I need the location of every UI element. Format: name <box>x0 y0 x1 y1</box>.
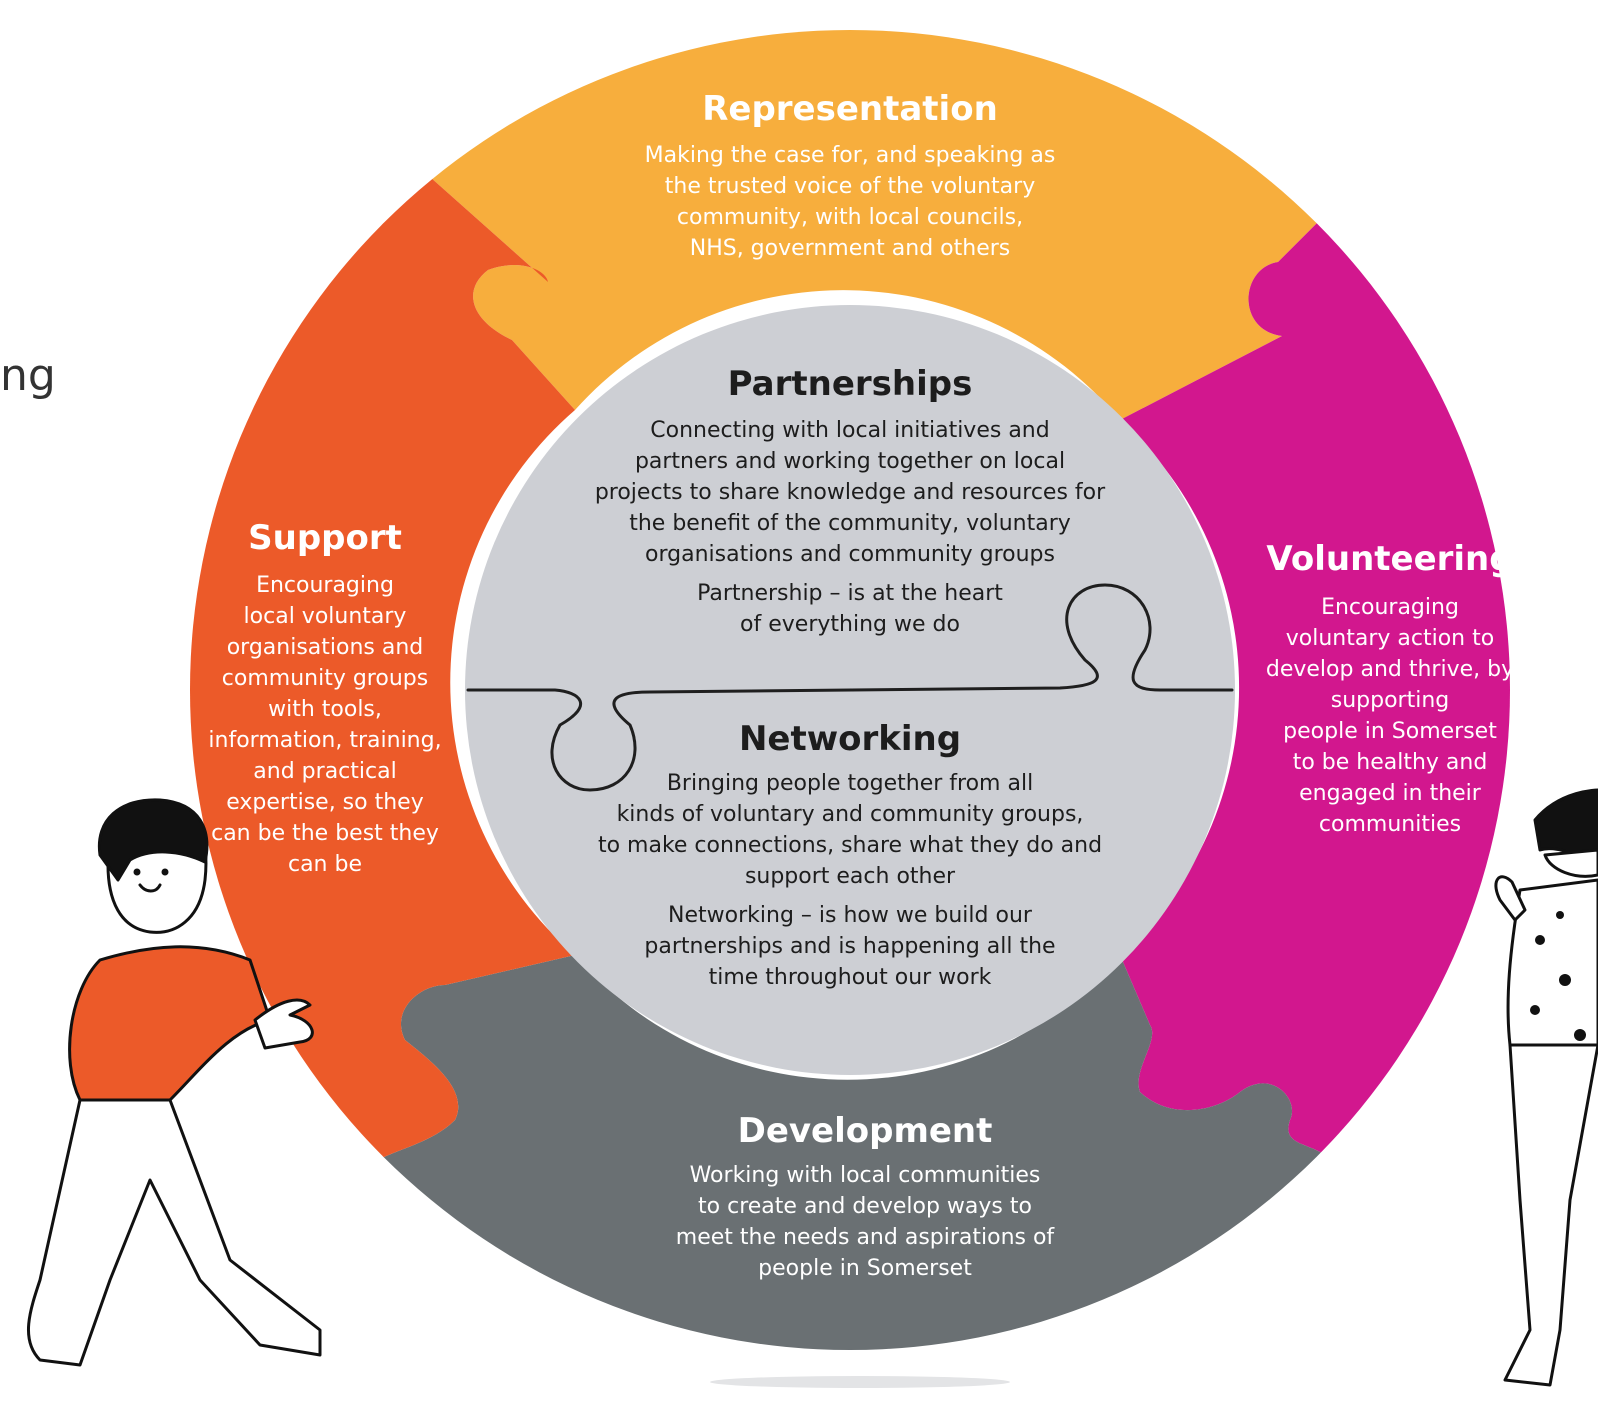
representation-text: Making the case for, and speaking as the… <box>644 143 1056 261</box>
development-text: Working with local communities to create… <box>675 1163 1055 1281</box>
support-title: Support <box>248 518 402 558</box>
person-right-illustration <box>1494 788 1598 1387</box>
support-text: Encouraging local voluntary organisation… <box>208 573 442 877</box>
networking-title: Networking <box>738 719 962 759</box>
person-left-illustration <box>26 798 322 1367</box>
volunteering-title: Volunteering <box>1266 539 1514 579</box>
development-title: Development <box>737 1111 993 1151</box>
networking-note: Networking – is how we build our partner… <box>644 903 1056 990</box>
partnerships-text: Connecting with local initiatives and pa… <box>594 418 1106 567</box>
cropped-text-fragment: ng <box>0 350 56 401</box>
partnerships-note: Partnership – is at the heart of everyth… <box>697 581 1003 637</box>
networking-text: Bringing people together from all kinds … <box>597 771 1103 889</box>
partnerships-title: Partnerships <box>727 364 973 404</box>
ground-shadow <box>710 1376 1010 1388</box>
volunteering-text: Encouraging voluntary action to develop … <box>1265 595 1515 837</box>
center-puzzle-line <box>466 583 1234 792</box>
support-piece <box>190 30 575 1350</box>
representation-title: Representation <box>702 89 998 129</box>
